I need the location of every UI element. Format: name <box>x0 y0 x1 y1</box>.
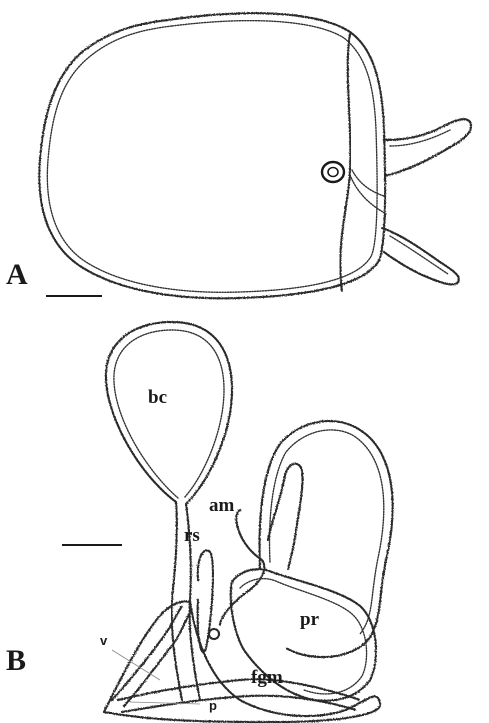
panel-a: A <box>6 13 471 298</box>
label-bc: bc <box>148 387 167 408</box>
ampulla <box>220 510 264 626</box>
label-pr: pr <box>300 609 320 630</box>
panel-a-letter: A <box>6 258 28 291</box>
head-region <box>340 34 350 292</box>
pore <box>322 162 344 182</box>
panel-b: bc am rs pr fgm v p B <box>6 322 393 722</box>
leader-v <box>112 650 160 680</box>
label-p: p <box>209 698 217 713</box>
label-am: am <box>209 495 235 516</box>
label-rs: rs <box>184 525 200 546</box>
upper-tentacle <box>384 119 471 176</box>
panel-b-letter: B <box>6 644 26 677</box>
label-v: v <box>100 633 108 648</box>
label-fgm: fgm <box>251 667 283 688</box>
